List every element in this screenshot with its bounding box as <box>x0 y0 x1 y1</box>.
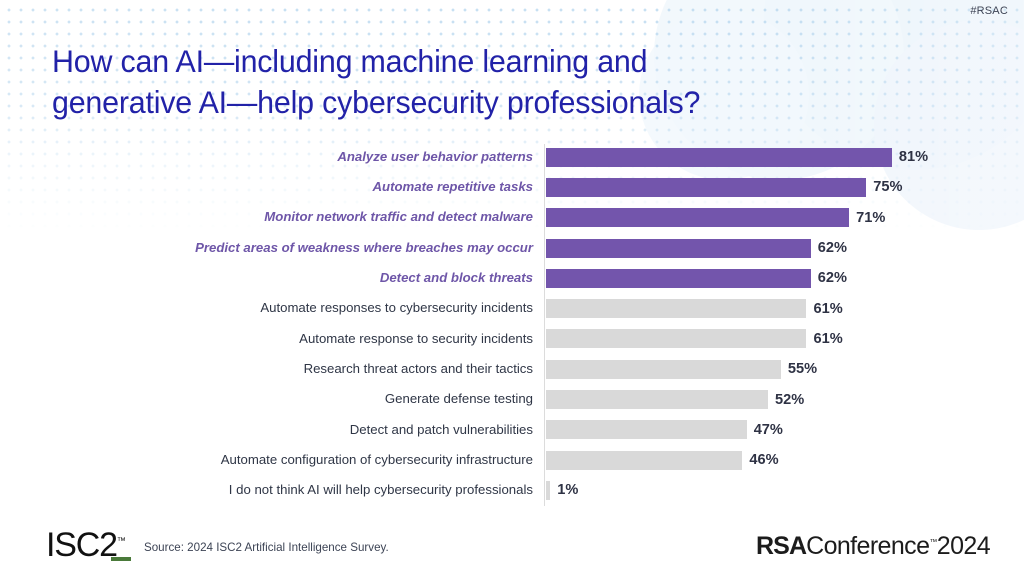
chart-category-label: Detect and patch vulnerabilities <box>349 421 533 437</box>
chart-value-label: 61% <box>813 330 843 347</box>
chart-bar <box>546 299 807 319</box>
chart-bar <box>546 390 769 410</box>
bar-chart: Analyze user behavior patterns 81% Automat… <box>0 142 1024 514</box>
rsa-conference-logo: RSAConference™2024 <box>756 532 991 560</box>
chart-bar-container: 61% <box>544 324 1024 354</box>
chart-category-label: Generate defense testing <box>384 391 533 407</box>
isc2-logo-text: ISC2 <box>46 526 118 564</box>
chart-bar <box>546 480 551 500</box>
chart-bar <box>546 268 811 288</box>
chart-bar-container: 52% <box>544 384 1024 414</box>
chart-value-label: 71% <box>856 209 886 226</box>
isc2-logo: ISC2™ <box>46 528 126 562</box>
chart-bar-row: Automate configuration of cybersecurity … <box>0 445 1024 475</box>
chart-value-label: 75% <box>873 179 903 196</box>
chart-value-label: 1% <box>557 482 579 499</box>
chart-bar-container: 55% <box>544 354 1024 384</box>
rsa-logo-year: 2024 <box>936 532 991 560</box>
rsa-logo-bold-text: RSA <box>756 532 807 560</box>
chart-category-label: Detect and block threats <box>379 270 533 286</box>
chart-bar-container: 1% <box>544 475 1024 505</box>
chart-value-label: 47% <box>753 421 783 438</box>
chart-category-label: Predict areas of weakness where breaches… <box>195 239 533 255</box>
chart-bar-row: Predict areas of weakness where breaches… <box>0 233 1024 263</box>
chart-category-label: Research threat actors and their tactics <box>303 360 533 376</box>
chart-bar <box>546 329 807 349</box>
chart-bar-row: Automate responses to cybersecurity inci… <box>0 293 1024 323</box>
chart-bar-row: Automate repetitive tasks 75% <box>0 172 1024 202</box>
chart-bar-container: 81% <box>544 142 1024 172</box>
chart-bar-row: Automate response to security incidents 6… <box>0 324 1024 354</box>
chart-bar-container: 62% <box>544 263 1024 293</box>
chart-bar-row: I do not think AI will help cybersecurit… <box>0 475 1024 505</box>
chart-value-label: 52% <box>775 391 805 408</box>
chart-bar <box>546 177 867 197</box>
source-note: Source: 2024 ISC2 Artificial Intelligenc… <box>144 541 389 554</box>
chart-axis-line <box>544 144 545 506</box>
page-title: How can AI—including machine learning an… <box>52 43 701 121</box>
chart-value-label: 61% <box>813 300 843 317</box>
chart-category-label: Automate repetitive tasks <box>372 179 533 195</box>
chart-value-label: 62% <box>817 240 847 257</box>
isc2-trademark-icon: ™ <box>116 535 126 546</box>
chart-bar-row: Detect and block threats 62% <box>0 263 1024 293</box>
chart-category-label: Automate response to security incidents <box>299 330 533 346</box>
rsa-logo-light-text: Conference <box>806 532 930 560</box>
chart-bar <box>546 208 850 228</box>
isc2-accent-bar <box>111 557 131 561</box>
chart-value-label: 46% <box>749 452 779 469</box>
chart-bar <box>546 147 892 167</box>
chart-category-label: Monitor network traffic and detect malwa… <box>264 209 533 225</box>
chart-bar-container: 61% <box>544 293 1024 323</box>
event-hashtag: #RSAC <box>970 5 1008 17</box>
chart-value-label: 62% <box>817 270 847 287</box>
chart-category-label: Automate configuration of cybersecurity … <box>220 451 533 467</box>
chart-bar-container: 75% <box>544 172 1024 202</box>
chart-bar-row: Analyze user behavior patterns 81% <box>0 142 1024 172</box>
chart-bar-container: 62% <box>544 233 1024 263</box>
chart-bar <box>546 238 811 258</box>
rsa-trademark-icon: ™ <box>929 537 937 547</box>
chart-bar-container: 71% <box>544 203 1024 233</box>
chart-bar-container: 46% <box>544 445 1024 475</box>
chart-category-label: Automate responses to cybersecurity inci… <box>260 300 533 316</box>
chart-bar <box>546 420 747 440</box>
chart-bar-row: Monitor network traffic and detect malwa… <box>0 203 1024 233</box>
chart-bar-row: Detect and patch vulnerabilities 47% <box>0 415 1024 445</box>
chart-bar-row: Generate defense testing 52% <box>0 384 1024 414</box>
chart-value-label: 81% <box>898 149 929 166</box>
chart-bar-container: 47% <box>544 415 1024 445</box>
chart-rows: Analyze user behavior patterns 81% Automat… <box>0 142 1024 506</box>
chart-category-label: I do not think AI will help cybersecurit… <box>228 482 533 498</box>
chart-category-label: Analyze user behavior patterns <box>337 148 533 164</box>
chart-bar-row: Research threat actors and their tactics… <box>0 354 1024 384</box>
chart-value-label: 55% <box>787 361 818 378</box>
chart-bar <box>546 450 743 470</box>
chart-bar <box>546 359 781 379</box>
